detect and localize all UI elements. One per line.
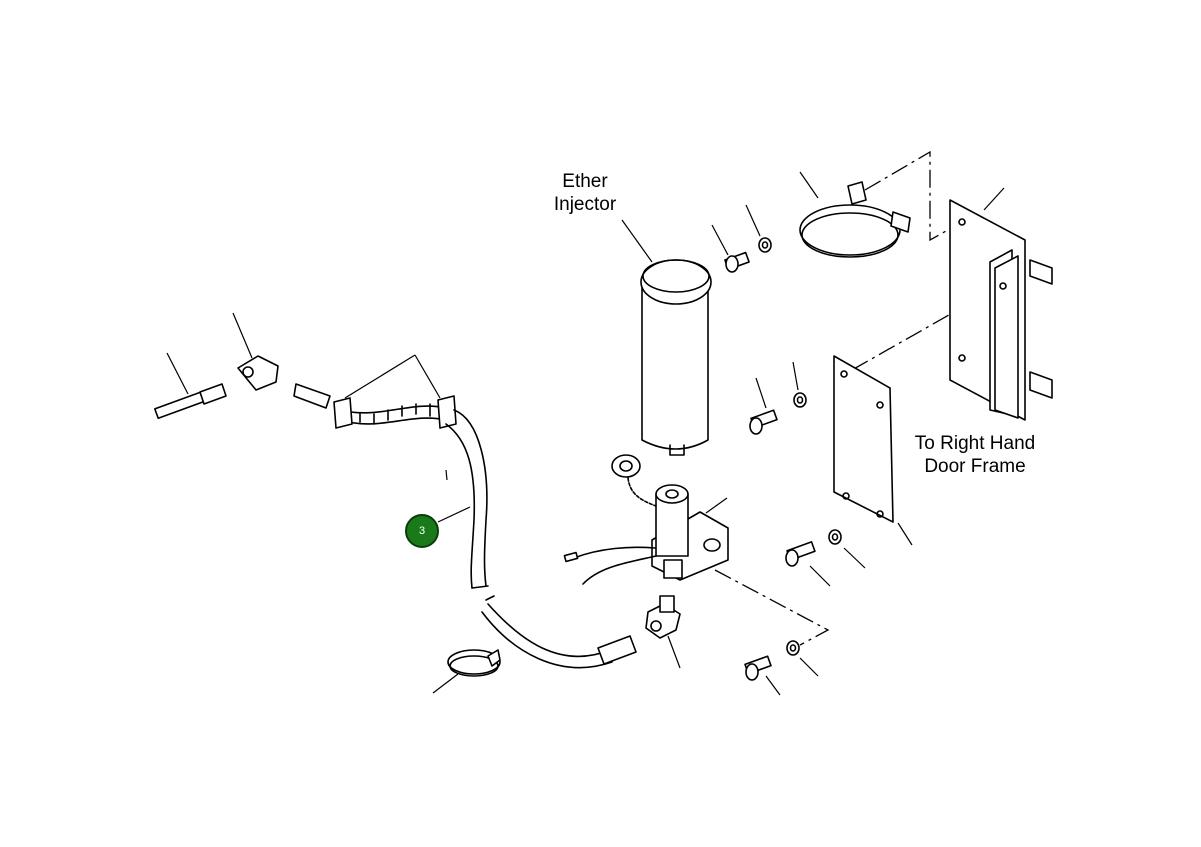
door-frame-label: To Right Hand Door Frame: [914, 433, 1036, 477]
hose-clamp: [447, 649, 501, 677]
right-mounting-bracket: [949, 199, 1053, 421]
ether-injector-label: Ether Injector: [553, 171, 617, 215]
ether-injector-cylinder: [640, 259, 712, 456]
plate-bolts: [744, 392, 842, 681]
injector-valve-assembly: [563, 454, 729, 585]
clamp-bolt: [724, 237, 772, 273]
door-frame-plate: [833, 355, 894, 523]
callout-badge-3[interactable]: 3: [405, 514, 439, 548]
upper-hose: [153, 355, 489, 589]
leader-lines: [166, 171, 1005, 696]
mounting-clamp: [799, 181, 911, 258]
lower-hose: [481, 595, 681, 669]
